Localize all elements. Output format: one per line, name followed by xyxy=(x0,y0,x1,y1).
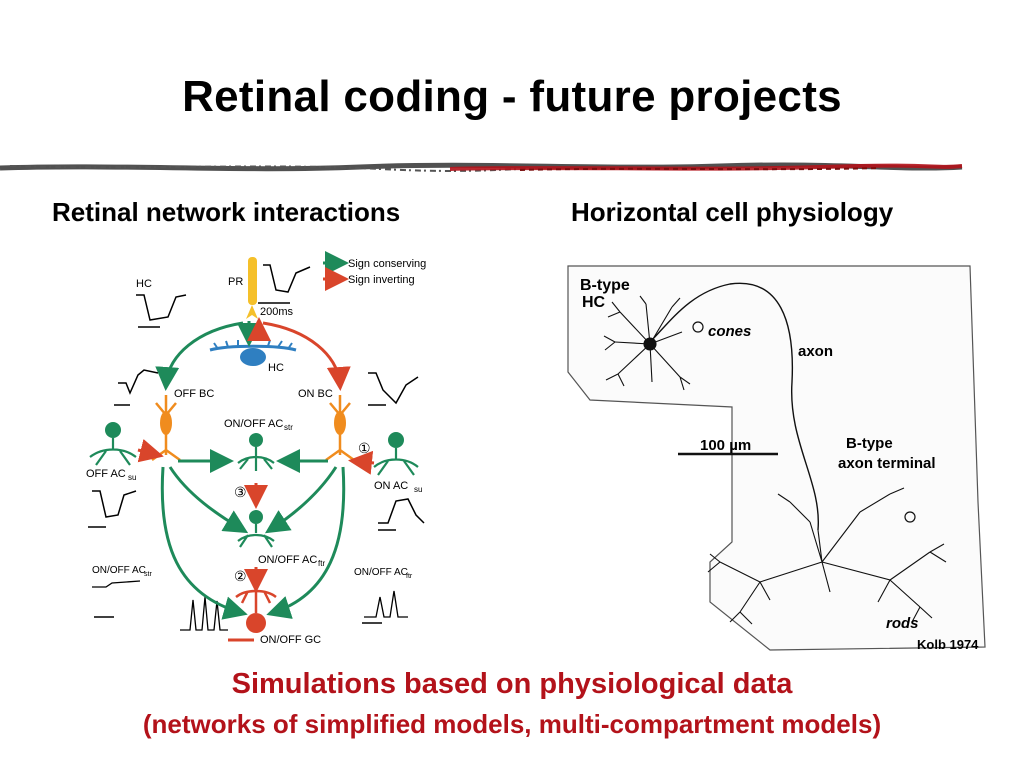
btype-hc-label-2: HC xyxy=(582,294,606,311)
btype-hc-label-1: B-type xyxy=(580,277,630,294)
figure-credit: Kolb 1974 xyxy=(917,637,979,652)
on-bc-label: ON BC xyxy=(298,388,333,400)
hc-label: HC xyxy=(268,362,284,374)
onoff-ganglion-cell: ② ON/OFF GC xyxy=(180,567,321,646)
footer-sub: (networks of simplified models, multi-co… xyxy=(142,709,882,739)
svg-text:su: su xyxy=(414,485,422,494)
svg-text:ON/OFF AC: ON/OFF AC xyxy=(224,418,283,430)
ac-str-trace: ON/OFF AC str xyxy=(92,565,152,618)
svg-text:ftr: ftr xyxy=(406,573,413,580)
hc-trace: HC xyxy=(136,278,187,328)
onoff-ac-ftr-cell: ③ ON/OFF AC ftr xyxy=(234,483,325,568)
pr-label: PR xyxy=(228,276,243,288)
off-ac-su-cell: OFF AC su xyxy=(86,422,137,528)
slide-title: Retinal coding - future projects xyxy=(182,72,842,121)
on-bipolar-cell: ON BC xyxy=(298,372,419,462)
terminal-label-2: axon terminal xyxy=(838,455,936,472)
photoreceptor: PR 200ms xyxy=(228,257,311,319)
onoff-ac-str-cell: ON/OFF AC str xyxy=(224,418,293,471)
off-bipolar-cell: OFF BC xyxy=(114,369,214,462)
left-heading: Retinal network interactions xyxy=(52,197,401,227)
network-diagram: Sign conserving Sign inverting PR 200ms … xyxy=(86,251,426,646)
off-bc-label: OFF BC xyxy=(174,388,214,400)
svg-text:ON/OFF GC: ON/OFF GC xyxy=(260,634,321,646)
marker-3: ③ xyxy=(234,484,247,500)
terminal-label-1: B-type xyxy=(846,435,893,452)
brush-divider xyxy=(0,162,963,172)
marker-2: ② xyxy=(234,568,247,584)
scale-label-hc: 100 µm xyxy=(700,437,751,454)
svg-text:ON/OFF AC: ON/OFF AC xyxy=(92,565,146,576)
marker-1: ① xyxy=(358,440,371,456)
axon-terminal xyxy=(707,487,947,625)
right-heading: Horizontal cell physiology xyxy=(571,197,894,227)
hc-soma-dendrites xyxy=(603,295,691,391)
svg-text:str: str xyxy=(144,571,152,578)
svg-text:str: str xyxy=(284,423,293,432)
rods-label: rods xyxy=(886,615,919,632)
svg-text:ftr: ftr xyxy=(318,559,325,568)
svg-text:ON AC: ON AC xyxy=(374,480,408,492)
svg-text:OFF AC: OFF AC xyxy=(86,468,126,480)
ac-ftr-trace: ON/OFF AC ftr xyxy=(354,567,413,624)
svg-text:ON/OFF AC: ON/OFF AC xyxy=(258,554,317,566)
axon-label: axon xyxy=(798,343,833,360)
legend-conserving: Sign conserving xyxy=(348,258,426,270)
svg-text:HC: HC xyxy=(136,278,152,290)
on-ac-su-cell: ON AC su xyxy=(373,432,425,531)
cones-label: cones xyxy=(708,323,751,340)
legend-inverting: Sign inverting xyxy=(348,274,415,286)
legend: Sign conserving Sign inverting xyxy=(323,251,426,291)
svg-text:su: su xyxy=(128,473,136,482)
hc-drawing: B-type HC cones axon 100 µm B-type axon … xyxy=(567,265,986,651)
horizontal-cell: HC xyxy=(209,339,297,374)
svg-text:ON/OFF AC: ON/OFF AC xyxy=(354,567,408,578)
scale-label: 200ms xyxy=(260,306,294,318)
footer-main: Simulations based on physiological data xyxy=(231,668,793,700)
